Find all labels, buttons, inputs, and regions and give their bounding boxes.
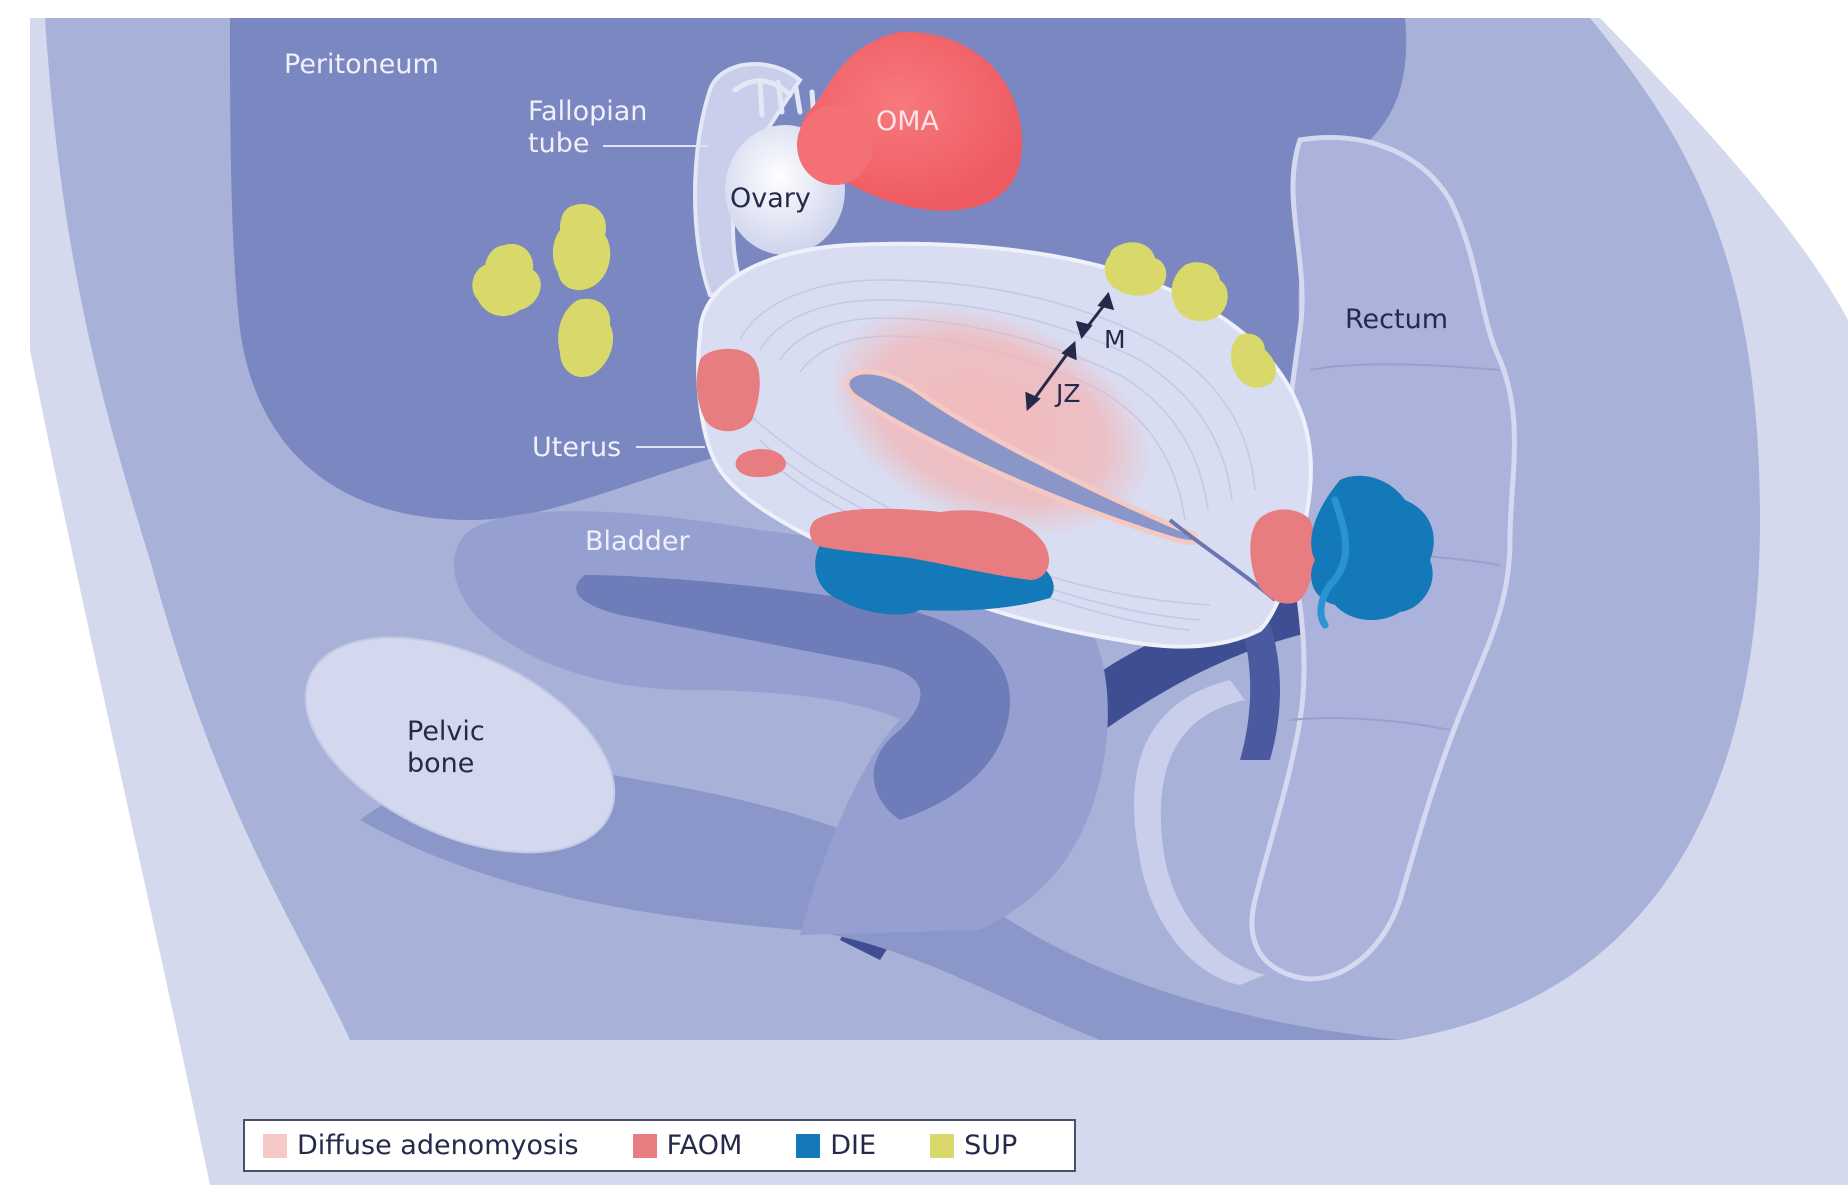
label-rectum: Rectum: [1345, 304, 1448, 335]
faom-lesion-anterior-top: [697, 349, 760, 432]
label-pelvic-bone-line1: Pelvic: [407, 716, 485, 747]
legend-item-faom: FAOM: [633, 1130, 743, 1161]
legend-label: FAOM: [667, 1130, 743, 1161]
legend-label: DIE: [830, 1130, 876, 1161]
faom-lesion-anterior-small: [736, 449, 786, 477]
label-fallopian-tube-line1: Fallopian: [528, 96, 647, 127]
legend-label: Diffuse adenomyosis: [297, 1130, 579, 1161]
die-swatch: [796, 1134, 820, 1158]
diffuse-adenomyosis-swatch: [263, 1134, 287, 1158]
faom-swatch: [633, 1134, 657, 1158]
label-m: M: [1104, 325, 1126, 354]
legend-item-die: DIE: [796, 1130, 876, 1161]
legend-item-sup: SUP: [930, 1130, 1017, 1161]
legend-label: SUP: [964, 1130, 1017, 1161]
legend-item-diffuse-adenomyosis: Diffuse adenomyosis: [263, 1130, 579, 1161]
oma-lobe: [797, 105, 873, 185]
label-peritoneum: Peritoneum: [284, 49, 439, 80]
label-jz: JZ: [1054, 379, 1081, 408]
label-ovary: Ovary: [730, 183, 811, 214]
label-oma: OMA: [876, 106, 940, 137]
label-uterus: Uterus: [532, 432, 621, 463]
label-bladder: Bladder: [585, 526, 690, 557]
label-fallopian-tube-line2: tube: [528, 128, 589, 159]
label-pelvic-bone-line2: bone: [407, 748, 474, 779]
legend: Diffuse adenomyosis FAOM DIE SUP: [243, 1119, 1076, 1172]
sup-swatch: [930, 1134, 954, 1158]
